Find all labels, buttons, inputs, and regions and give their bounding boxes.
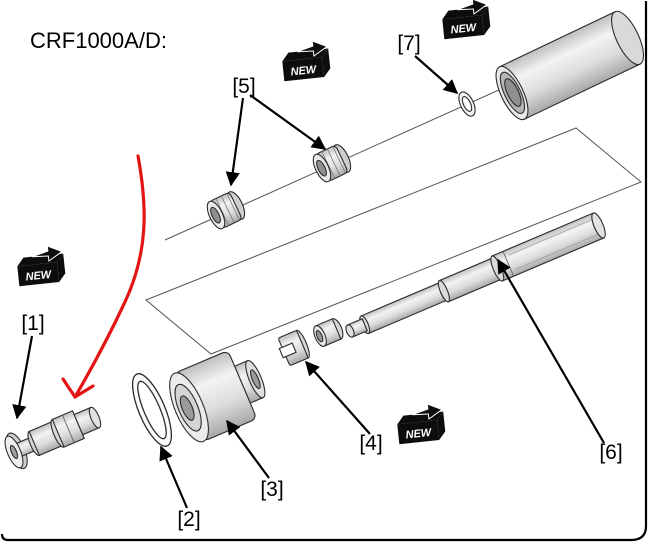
new-badge-part-7	[440, 0, 492, 40]
reference-plane-outline	[145, 127, 642, 355]
part-5-lock-nut-left	[206, 191, 246, 230]
red-annotation-arrow	[61, 154, 146, 399]
part-1-joint-shaft	[4, 406, 102, 470]
model-title: CRF1000A/D:	[30, 28, 167, 53]
red-annotation-arrowhead	[61, 377, 95, 399]
callout-label-2: [2]	[177, 508, 200, 531]
red-annotation-curve	[73, 154, 146, 399]
callout-arrow-5b	[249, 94, 327, 150]
new-badge-part-1	[15, 244, 67, 287]
part-outer-tube	[495, 10, 645, 121]
callout-arrow-6	[497, 258, 605, 444]
callout-label-5: [5]	[232, 75, 255, 98]
part-spacer-collar	[313, 318, 344, 347]
part-4-lock-washer	[278, 329, 310, 366]
callout-arrow-2	[159, 445, 189, 509]
new-badge-part-4	[395, 402, 447, 445]
callout-label-4: [4]	[359, 432, 382, 455]
callout-arrow-1	[12, 335, 34, 420]
new-badge-part-5	[280, 39, 332, 82]
part-7-oring	[458, 91, 476, 117]
callout-arrow-5a	[225, 97, 245, 187]
callout-label-7: [7]	[397, 32, 420, 55]
callout-label-1: [1]	[21, 312, 44, 335]
part-3-bushing	[169, 351, 266, 443]
callout-arrow-4	[305, 360, 371, 435]
part-5-lock-nut-right	[312, 144, 352, 183]
callout-arrow-7	[414, 55, 459, 94]
callout-label-6: [6]	[599, 441, 622, 464]
callout-arrow-3	[226, 419, 270, 479]
callout-label-3: [3]	[260, 478, 283, 501]
part-6-shaft	[345, 212, 606, 338]
